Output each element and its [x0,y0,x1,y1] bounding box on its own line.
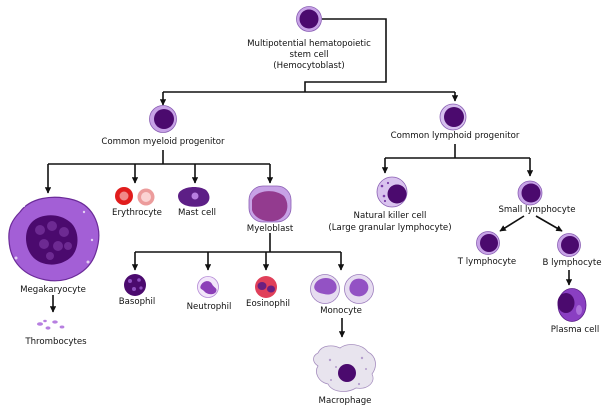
monocyte-label: Monocyte [320,306,362,316]
t-lymphocyte-label: T lymphocyte [457,257,516,267]
connector-stem [304,18,387,92]
erythrocyte-label: Erythrocyte [112,208,162,218]
labels: Multipotential hematopoietic stem cell (… [20,39,601,406]
lymphoid-progenitor-label: Common lymphoid progenitor [391,131,520,141]
erythrocyte-icon [115,187,155,206]
megakaryocyte-label: Megakaryocyte [20,285,86,295]
t-lymphocyte-icon [476,231,500,255]
stem-cell-icon [296,6,322,32]
megakaryocyte-icon [8,196,100,282]
small-lymphocyte-label: Small lymphocyte [498,205,575,215]
myeloid-progenitor-label: Common myeloid progenitor [101,137,225,147]
myeloblast-label: Myeloblast [247,224,294,234]
arrow-to-b-lymphocyte [535,215,563,232]
neutrophil-icon [197,276,219,298]
monocyte-icon [310,274,374,304]
myeloid-progenitor-icon [149,105,177,133]
neutrophil-label: Neutrophil [187,302,232,312]
eosinophil-icon [255,276,277,298]
nk-cell-label-line2: (Large granular lymphocyte) [328,223,451,233]
nk-cell-label-line1: Natural killer cell [354,211,427,221]
lymphoid-progenitor-icon [439,103,467,131]
eosinophil-label: Eosinophil [246,299,290,309]
b-lymphocyte-icon [557,233,581,257]
mast-cell-label: Mast cell [178,208,216,218]
natural-killer-cell-icon [376,176,408,208]
plasma-cell-icon [557,288,587,322]
myeloblast-icon [248,185,292,223]
mast-cell-icon [178,187,210,207]
stem-cell-label-line2: stem cell [289,50,328,60]
macrophage-icon [313,344,376,392]
small-lymphocyte-icon [517,180,543,206]
macrophage-label: Macrophage [319,396,372,406]
b-lymphocyte-label: B lymphocyte [542,258,601,268]
basophil-icon [124,274,146,296]
thrombocytes-icon [37,319,65,330]
stem-cell-label-line3: (Hemocytoblast) [273,61,344,71]
connector-lines [44,18,573,338]
plasma-cell-label: Plasma cell [551,325,599,335]
basophil-label: Basophil [119,297,156,307]
arrow-to-t-lymphocyte [499,215,525,232]
thrombocytes-label: Thrombocytes [24,337,87,347]
stem-cell-label-line1: Multipotential hematopoietic [247,39,371,49]
